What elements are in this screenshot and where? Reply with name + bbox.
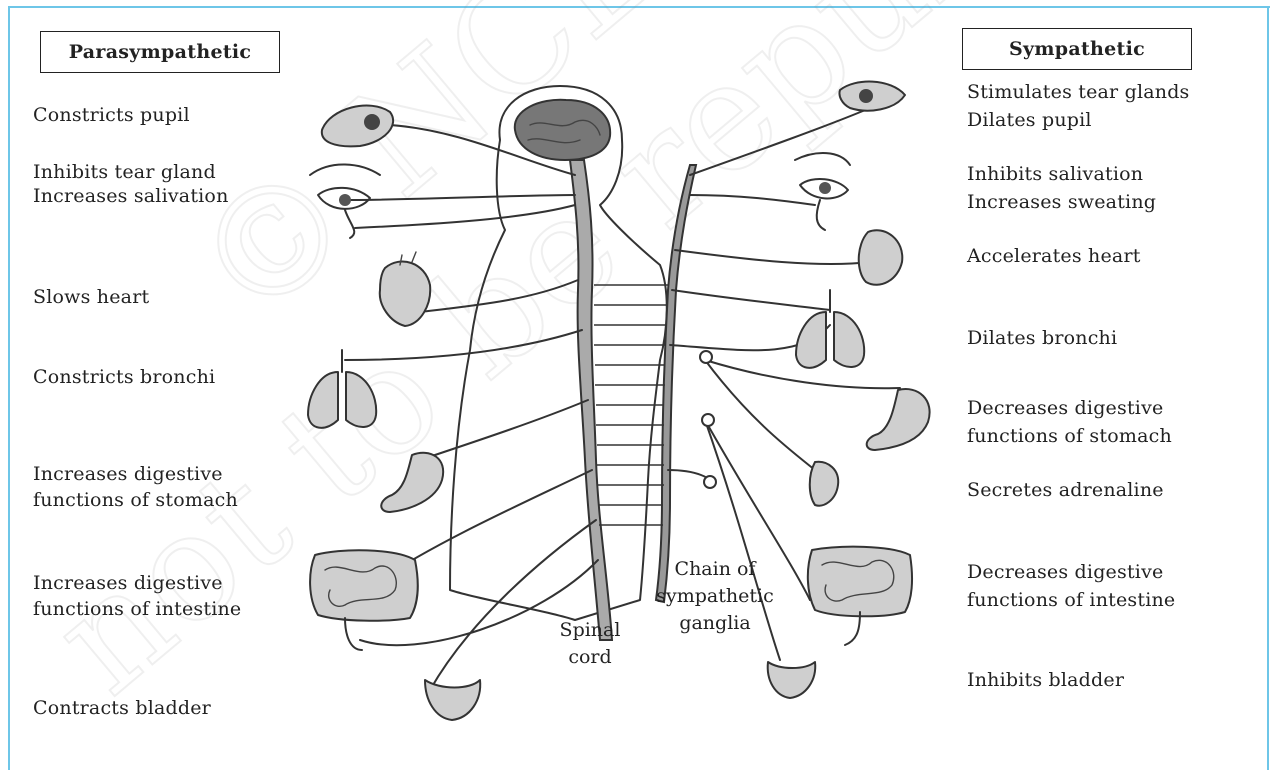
right-intestine-icon	[808, 547, 912, 645]
para-label-intestine-2: functions of intestine	[33, 597, 241, 621]
para-label-stomach-1: Increases digestive	[33, 462, 223, 486]
para-label-bladder: Contracts bladder	[33, 696, 211, 720]
right-heart-icon	[859, 230, 903, 285]
chain-label-3: ganglia	[640, 611, 790, 635]
para-label-pupil: Constricts pupil	[33, 103, 190, 127]
symp-label-adrenaline: Secretes adrenaline	[967, 478, 1164, 502]
right-bladder-icon	[768, 662, 816, 698]
left-bladder-icon	[425, 680, 480, 720]
spinal-cord-label-1: Spinal	[553, 618, 627, 642]
para-label-tear-gland: Inhibits tear gland	[33, 160, 216, 184]
symp-label-sweating: Increases sweating	[967, 190, 1156, 214]
chain-label-2: sympathetic	[640, 584, 790, 608]
symp-label-salivation: Inhibits salivation	[967, 162, 1143, 186]
symp-label-tear-glands: Stimulates tear glands	[967, 80, 1190, 104]
symp-label-stomach-1: Decreases digestive	[967, 396, 1163, 420]
symp-label-heart: Accelerates heart	[967, 244, 1141, 268]
right-adrenal-icon	[810, 462, 838, 506]
para-label-intestine-1: Increases digestive	[33, 571, 223, 595]
spinal-cord-label-2: cord	[553, 645, 627, 669]
symp-label-intestine-1: Decreases digestive	[967, 560, 1163, 584]
chain-label-1: Chain of	[640, 557, 790, 581]
symp-label-stomach-2: functions of stomach	[967, 424, 1172, 448]
symp-label-bladder: Inhibits bladder	[967, 668, 1124, 692]
left-intestine-icon	[310, 550, 418, 650]
symp-label-intestine-2: functions of intestine	[967, 588, 1175, 612]
brain-icon	[515, 100, 610, 160]
symp-label-pupil: Dilates pupil	[967, 108, 1092, 132]
para-label-bronchi: Constricts bronchi	[33, 365, 215, 389]
parasympathetic-header: Parasympathetic	[40, 31, 280, 73]
symp-label-bronchi: Dilates bronchi	[967, 326, 1117, 350]
para-label-heart: Slows heart	[33, 285, 149, 309]
para-label-salivation: Increases salivation	[33, 184, 229, 208]
sympathetic-header: Sympathetic	[962, 28, 1192, 70]
para-label-stomach-2: functions of stomach	[33, 488, 238, 512]
right-stomach-icon	[867, 389, 930, 450]
right-lungs-icon	[796, 290, 864, 368]
